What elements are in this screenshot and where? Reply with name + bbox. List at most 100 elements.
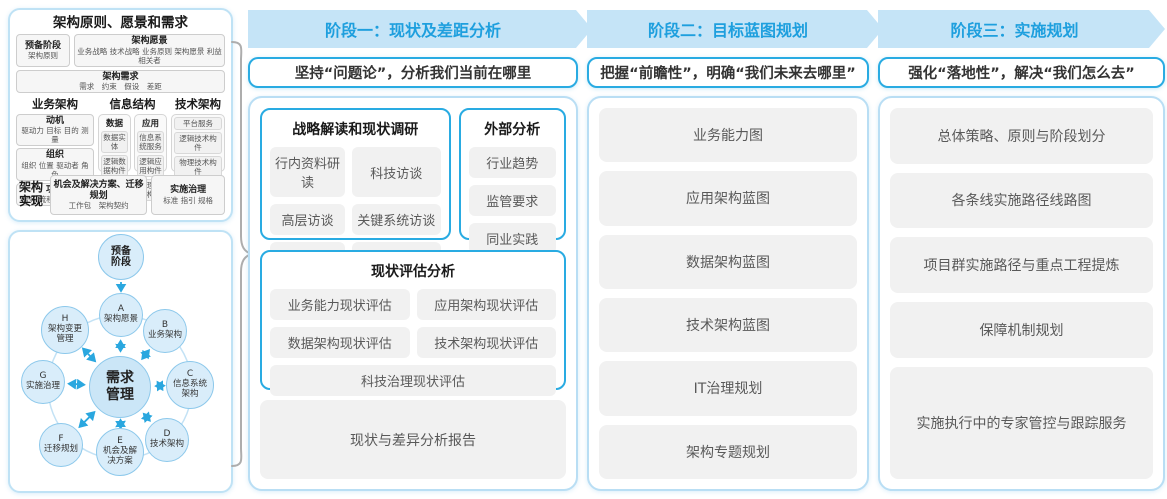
- node-label: 架构变更管理: [48, 324, 83, 344]
- node-requirements-management: 需求管理: [89, 356, 151, 418]
- data-item: 逻辑数据构件: [101, 154, 128, 177]
- node-label: 实施治理: [26, 381, 61, 392]
- assessment-item: 应用架构现状评估: [416, 289, 556, 320]
- prep-phase-title: 预备阶段: [24, 40, 61, 51]
- node-label: 信息系统架构: [173, 379, 208, 399]
- phase3-item: 保障机制规划: [890, 301, 1153, 358]
- architecture-principles-panel: 架构原则、愿景和需求 预备阶段 架构原则 架构愿景 业务战略 技术战略 业务原则…: [8, 8, 233, 222]
- information-structure-title: 信息结构: [109, 96, 156, 111]
- architecture-implementation-row: 架构实现 机会及解决方案、迁移规划 工作包 架构契约 实施治理 标准 指引 规格: [16, 175, 225, 215]
- node-e-opportunities-solutions: E 机会及解决方案: [96, 428, 144, 476]
- phase2-item: 架构专题规划: [599, 424, 857, 479]
- motivation-box: 动机 驱动力 目标 目的 测量: [16, 113, 94, 147]
- node-g-implementation-governance: G 实施治理: [21, 360, 65, 404]
- phase3-panel: 总体策略、原则与阶段划分 各条线实施路径线路图 项目群实施路径与重点工程提炼 保…: [878, 96, 1165, 491]
- information-structure-column: 信息结构 数据 数据实体 逻辑数据构件 物理数据构件 应用 信息系统服务 逻辑应…: [98, 96, 167, 201]
- business-architecture-column: 业务架构 动机 驱动力 目标 目的 测量 组织 组织 位置 驱动者 角色 功能 …: [16, 96, 94, 206]
- node-a-architecture-vision: A 架构愿景: [99, 293, 143, 337]
- node-label: 迁移规划: [44, 444, 79, 455]
- phase2-header: 阶段二：目标蓝图规划: [587, 10, 883, 48]
- phase1-column: 阶段一：现状及差距分析 坚持“问题论”，分析我们当前在哪里 战略解读和现状调研 …: [248, 10, 578, 491]
- phase2-item: 技术架构蓝图: [599, 297, 857, 353]
- architecture-domains-row: 业务架构 动机 驱动力 目标 目的 测量 组织 组织 位置 驱动者 角色 功能 …: [16, 96, 225, 206]
- phase2-column: 阶段二：目标蓝图规划 把握“前瞻性”，明确“我们未来去哪里” 业务能力图 应用架…: [587, 10, 869, 491]
- adm-cycle-diagram: 预备阶段 需求管理 A 架构愿景 B 业务架构 C 信息系统架构 D 技术架构: [10, 232, 231, 491]
- technology-architecture-title: 技术架构: [175, 96, 221, 111]
- information-subcolumns: 数据 数据实体 逻辑数据构件 物理数据构件 应用 信息系统服务 逻辑应用构件 物…: [98, 113, 167, 201]
- node-label: 机会及解决方案: [103, 446, 138, 466]
- data-item: 数据实体: [101, 130, 128, 153]
- motivation-text: 驱动力 目标 目的 测量: [21, 126, 89, 145]
- node-letter: C: [186, 369, 194, 380]
- external-item: 同业实践: [468, 223, 556, 254]
- node-preparation-label: 预备阶段: [111, 245, 131, 269]
- architecture-requirements-title: 架构需求: [102, 71, 139, 82]
- strategy-item: 关键系统访谈: [352, 204, 441, 235]
- external-item: 监管要求: [468, 185, 556, 216]
- node-f-migration-planning: F 迁移规划: [39, 423, 83, 467]
- architecture-vision-text: 业务战略 技术战略 业务原则 架构愿景 利益相关者: [77, 46, 222, 65]
- node-d-technology-architecture: D 技术架构: [145, 418, 189, 462]
- phase3-item: 实施执行中的专家管控与跟踪服务: [890, 366, 1153, 480]
- assessment-item: 数据架构现状评估: [270, 327, 410, 358]
- phase3-header: 阶段三：实施规划: [878, 10, 1165, 48]
- phase1-header: 阶段一：现状及差距分析: [248, 10, 592, 48]
- phase1-panel: 战略解读和现状调研 行内资料研读 科技访谈 高层访谈 关键系统访谈 业务访谈 系…: [248, 96, 578, 491]
- application-item: 信息系统服务: [137, 130, 164, 153]
- current-state-assessment-box: 现状评估分析 业务能力现状评估 应用架构现状评估 数据架构现状评估 技术架构现状…: [260, 250, 566, 396]
- node-label: 技术架构: [150, 439, 185, 450]
- architecture-implementation-label: 架构实现: [18, 180, 43, 208]
- node-letter: F: [58, 434, 64, 445]
- technology-item: 逻辑技术构件: [174, 131, 222, 154]
- technology-architecture-column: 技术架构 平台服务 逻辑技术构件 物理技术构件: [171, 96, 225, 178]
- motivation-title: 动机: [45, 115, 64, 126]
- node-center-label: 需求管理: [105, 369, 134, 404]
- assessment-item: 科技治理现状评估: [270, 365, 556, 396]
- adm-cycle-panel: 预备阶段 需求管理 A 架构愿景 B 业务架构 C 信息系统架构 D 技术架构: [8, 230, 233, 493]
- prep-phase-box: 预备阶段 架构原则: [16, 34, 70, 67]
- phase1-subtitle: 坚持“问题论”，分析我们当前在哪里: [248, 57, 578, 88]
- prep-vision-row: 预备阶段 架构原则 架构愿景 业务战略 技术战略 业务原则 架构愿景 利益相关者: [16, 34, 225, 67]
- opportunities-migration-title: 机会及解决方案、迁移规划: [53, 180, 144, 201]
- phase2-panel: 业务能力图 应用架构蓝图 数据架构蓝图 技术架构蓝图 IT治理规划 架构专题规划: [587, 96, 869, 491]
- strategy-item: 高层访谈: [270, 204, 346, 235]
- technology-items-container: 平台服务 逻辑技术构件 物理技术构件: [171, 113, 225, 178]
- node-b-business-architecture: B 业务架构: [143, 309, 187, 353]
- node-label: 架构愿景: [104, 314, 139, 325]
- application-item: 逻辑应用构件: [137, 154, 164, 177]
- data-subcolumn-title: 数据: [105, 118, 123, 129]
- phase2-items: 业务能力图 应用架构蓝图 数据架构蓝图 技术架构蓝图 IT治理规划 架构专题规划: [599, 108, 857, 479]
- node-c-information-systems-architecture: C 信息系统架构: [166, 361, 214, 409]
- architecture-vision-title: 架构愿景: [131, 36, 168, 47]
- phase1-top-row: 战略解读和现状调研 行内资料研读 科技访谈 高层访谈 关键系统访谈 业务访谈 系…: [260, 108, 566, 273]
- external-item: 行业趋势: [468, 147, 556, 178]
- implementation-governance-title: 实施治理: [170, 185, 207, 196]
- external-analysis-title: 外部分析: [484, 122, 541, 138]
- node-letter: B: [161, 320, 169, 331]
- architecture-vision-box: 架构愿景 业务战略 技术战略 业务原则 架构愿景 利益相关者: [74, 34, 225, 67]
- assessment-grid: 业务能力现状评估 应用架构现状评估 数据架构现状评估 技术架构现状评估 科技治理…: [270, 289, 556, 396]
- strategy-item: 科技访谈: [352, 147, 441, 197]
- strategy-research-title: 战略解读和现状调研: [292, 122, 419, 138]
- phase2-item: IT治理规划: [599, 361, 857, 416]
- external-analysis-list: 行业趋势 监管要求 同业实践: [468, 147, 556, 254]
- implementation-governance-text: 标准 指引 规格: [163, 195, 214, 205]
- data-subcolumn: 数据 数据实体 逻辑数据构件 物理数据构件: [98, 113, 131, 201]
- technology-item: 平台服务: [174, 116, 222, 130]
- phase3-column: 阶段三：实施规划 强化“落地性”，解决“我们怎么去” 总体策略、原则与阶段划分 …: [878, 10, 1165, 491]
- node-label: 业务架构: [148, 330, 183, 341]
- implementation-governance-box: 实施治理 标准 指引 规格: [151, 175, 225, 215]
- business-architecture-title: 业务架构: [32, 96, 78, 111]
- organization-text: 组织 位置 驱动者 角色: [21, 160, 89, 179]
- node-letter: D: [163, 429, 171, 440]
- strategy-research-box: 战略解读和现状调研 行内资料研读 科技访谈 高层访谈 关键系统访谈 业务访谈 系…: [260, 108, 451, 273]
- node-letter: H: [61, 314, 69, 325]
- phase3-items: 总体策略、原则与阶段划分 各条线实施路径线路图 项目群实施路径与重点工程提炼 保…: [890, 108, 1153, 480]
- assessment-item: 技术架构现状评估: [416, 327, 556, 358]
- phase3-subtitle: 强化“落地性”，解决“我们怎么去”: [878, 57, 1165, 88]
- architecture-requirements-box: 架构需求 需求 约束 假设 差距: [16, 69, 225, 93]
- phases-container: 阶段一：现状及差距分析 坚持“问题论”，分析我们当前在哪里 战略解读和现状调研 …: [248, 10, 1165, 491]
- architecture-requirements-text: 需求 约束 假设 差距: [79, 81, 162, 91]
- node-letter: E: [117, 436, 123, 447]
